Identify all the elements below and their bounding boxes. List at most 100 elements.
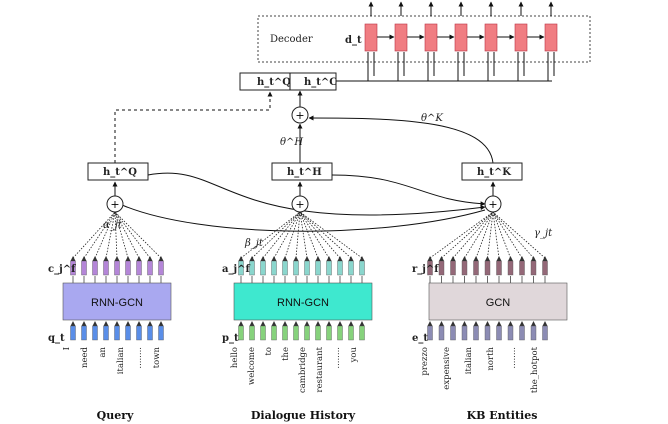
kb-feature-token (530, 260, 537, 276)
kb-feature-token (484, 260, 491, 276)
history-feature-arrowhead (359, 256, 365, 261)
history-input-arrowhead (282, 321, 288, 326)
history-input-arrowhead (249, 321, 255, 326)
query-input-arrowhead (114, 321, 120, 326)
query-attention-line (83, 211, 116, 259)
query-word: need (80, 346, 90, 368)
kb-feature-arrowhead (427, 256, 433, 261)
history-input-arrowhead (326, 321, 332, 326)
kb-input-arrowhead (485, 321, 490, 326)
kb-input-token (530, 325, 537, 341)
history-input-arrowhead (359, 321, 365, 326)
hq-dashed-arrow (114, 91, 273, 163)
query-input-arrowhead (70, 321, 76, 326)
kb-input-token (461, 325, 468, 341)
kb-attention-line (492, 211, 500, 259)
history-word: cambridge (298, 347, 308, 393)
kb-feature-token (438, 260, 445, 276)
query-input-label: q_t (48, 333, 65, 344)
plus-symbol: + (295, 109, 304, 122)
history-input-arrowhead (271, 321, 277, 326)
history-attention-line (299, 211, 341, 259)
query-caption: Query (97, 409, 134, 422)
history-attention-line (299, 211, 352, 259)
decoder-cell (514, 23, 528, 52)
history-to-kb-curve (331, 174, 486, 207)
kb-attention-line (492, 211, 511, 259)
kb-input-token (496, 325, 502, 341)
query-attention-line (105, 211, 116, 259)
history-feature-token (304, 260, 310, 276)
kb-input-token (427, 325, 433, 341)
history-gcn-block (233, 282, 373, 321)
kb-word: italian (464, 346, 474, 374)
kb-word: north (486, 346, 496, 370)
query-input-arrowhead (125, 321, 131, 326)
kb-node-label: h_t^K (477, 167, 511, 178)
kb-input-token (507, 325, 514, 341)
query-feature-arrowhead (147, 256, 153, 261)
kb-feature-token (473, 260, 479, 276)
history-feature-token (271, 260, 277, 276)
query-input-token (158, 325, 164, 341)
hk-to-sum-arrow (308, 115, 494, 164)
history-feature-arrowhead (282, 256, 288, 261)
kb-block-label: GCN (486, 297, 511, 309)
kb-feature-token (496, 260, 502, 276)
history-attention-line (251, 211, 301, 259)
kb-input-arrowhead (427, 321, 433, 326)
kb-input-arrowhead (519, 321, 525, 326)
history-word: to (264, 347, 274, 356)
kb-word: ........ (508, 347, 518, 369)
history-feature-arrowhead (315, 256, 321, 261)
history-feature-arrowhead (260, 256, 266, 261)
query-input-token (114, 325, 120, 341)
kb-input-token (438, 325, 445, 341)
kb-attention-line (452, 211, 494, 259)
query-feature-token (158, 260, 164, 276)
kb-input-arrowhead (496, 321, 502, 326)
decoder-cell (454, 23, 468, 52)
kb-gcn-block (428, 282, 568, 321)
decoder-region: Decoder d_t (257, 1, 591, 81)
query-input-token (136, 325, 142, 341)
query-word: an (98, 346, 108, 357)
kb-feature-arrowhead (519, 256, 525, 261)
query-input-token (147, 325, 153, 341)
history-input-token (326, 325, 332, 341)
history-word: hello (230, 347, 240, 368)
query-feature-token (114, 260, 120, 276)
history-attention-line (284, 211, 301, 259)
query-gcn-block (62, 282, 172, 321)
history-feature-token (359, 260, 365, 276)
history-feature-arrowhead (337, 256, 343, 261)
query-node: h_t^Q (87, 162, 149, 181)
history-block-label: RNN-GCN (277, 297, 329, 309)
query-block-label: RNN-GCN (91, 297, 143, 309)
history-attention-line (299, 211, 363, 259)
history-feature-label: a_j^f (222, 264, 250, 275)
history-word: ........ (332, 347, 342, 369)
kb-attention-line (492, 211, 546, 259)
query-feature-token (103, 260, 109, 276)
alpha-label: α_jt (103, 220, 123, 231)
history-word: you (349, 346, 359, 363)
history-input-arrowhead (238, 321, 244, 326)
query-feature-arrowhead (103, 256, 109, 261)
history-word: welcome (247, 347, 257, 385)
decoder-cell (424, 23, 438, 52)
kb-node: h_t^K (461, 162, 523, 181)
kb-input-arrowhead (450, 321, 456, 326)
query-feature-token (147, 260, 153, 276)
history-input-arrowhead (315, 321, 321, 326)
kb-input-arrowhead (531, 321, 536, 326)
query-input-arrowhead (158, 321, 164, 326)
query-word: town (152, 346, 162, 368)
history-input-arrowhead (260, 321, 266, 326)
query-attention-line (114, 211, 162, 259)
decoder-cell (544, 23, 558, 52)
history-input-arrowhead (348, 321, 354, 326)
history-feature-token (315, 260, 321, 276)
